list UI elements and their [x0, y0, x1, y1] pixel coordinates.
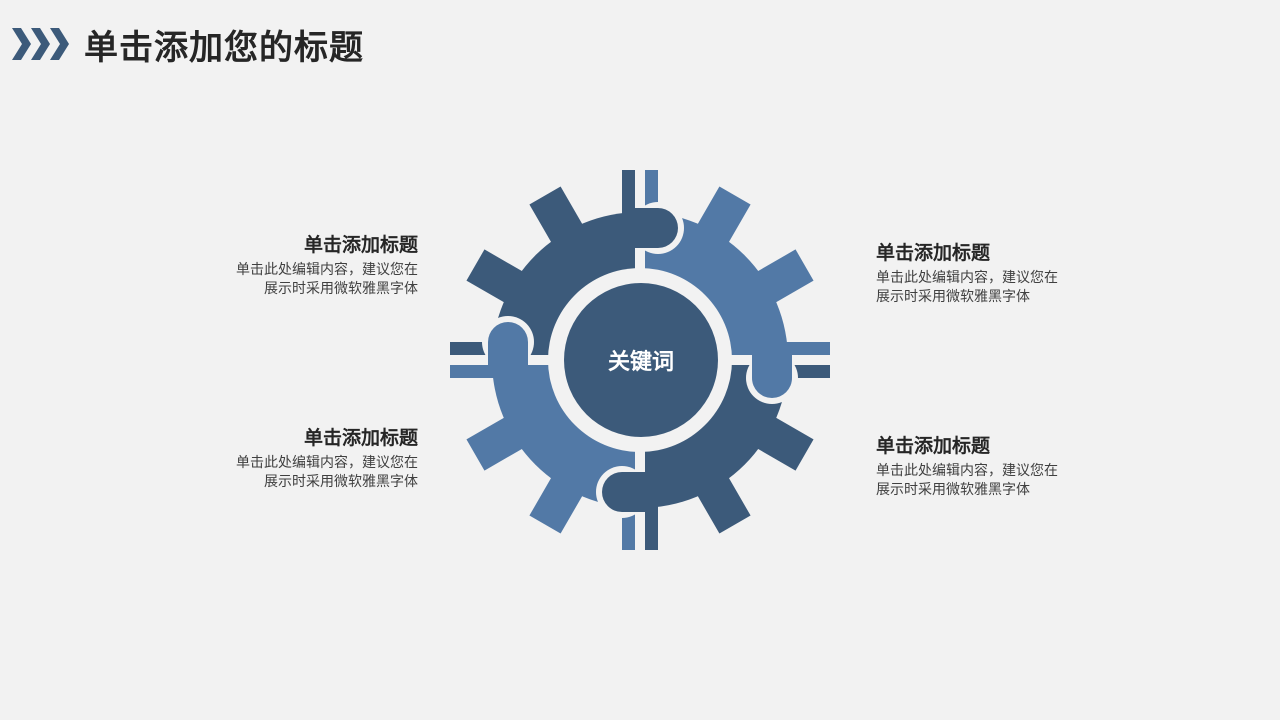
- center-keyword[interactable]: 关键词: [607, 350, 674, 375]
- block-body[interactable]: 单击此处编辑内容，建议您在 展示时采用微软雅黑字体: [876, 462, 1136, 500]
- block-title[interactable]: 单击添加标题: [303, 427, 418, 449]
- block-body-line: 单击此处编辑内容，建议您在: [876, 270, 1058, 286]
- block-body[interactable]: 单击此处编辑内容，建议您在 展示时采用微软雅黑字体: [876, 269, 1136, 307]
- center-hub: [564, 283, 718, 437]
- text-block-top-right: 单击添加标题 单击此处编辑内容，建议您在 展示时采用微软雅黑字体: [876, 240, 1136, 307]
- block-body-line: 展示时采用微软雅黑字体: [264, 474, 418, 490]
- text-block-top-left: 单击添加标题 单击此处编辑内容，建议您在 展示时采用微软雅黑字体: [158, 232, 418, 299]
- block-title[interactable]: 单击添加标题: [876, 435, 991, 457]
- block-body-line: 展示时采用微软雅黑字体: [876, 289, 1030, 305]
- block-body-line: 展示时采用微软雅黑字体: [264, 281, 418, 297]
- text-block-bottom-right: 单击添加标题 单击此处编辑内容，建议您在 展示时采用微软雅黑字体: [876, 433, 1136, 500]
- text-block-bottom-left: 单击添加标题 单击此处编辑内容，建议您在 展示时采用微软雅黑字体: [158, 425, 418, 492]
- block-body-line: 单击此处编辑内容，建议您在: [876, 463, 1058, 479]
- triple-chevron-icon: [12, 28, 69, 60]
- block-body-line: 单击此处编辑内容，建议您在: [236, 455, 418, 471]
- block-title[interactable]: 单击添加标题: [303, 234, 418, 256]
- block-body-line: 展示时采用微软雅黑字体: [876, 482, 1030, 498]
- block-body[interactable]: 单击此处编辑内容，建议您在 展示时采用微软雅黑字体: [158, 261, 418, 299]
- page-title[interactable]: 单击添加您的标题: [84, 27, 364, 68]
- slide-header: 单击添加您的标题: [12, 20, 364, 68]
- block-body-line: 单击此处编辑内容，建议您在: [236, 262, 418, 278]
- puzzle-gear-diagram: [440, 160, 840, 560]
- block-title[interactable]: 单击添加标题: [876, 242, 991, 264]
- block-body[interactable]: 单击此处编辑内容，建议您在 展示时采用微软雅黑字体: [158, 454, 418, 492]
